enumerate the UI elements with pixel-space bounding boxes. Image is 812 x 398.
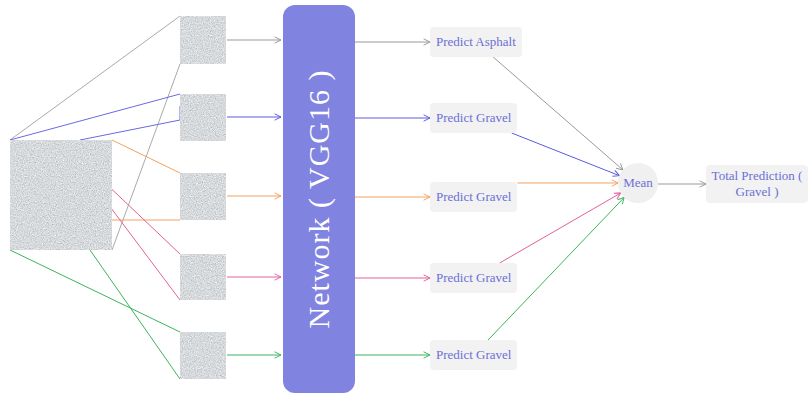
- prediction-box: Predict Gravel: [430, 340, 517, 370]
- prediction-box: Predict Gravel: [430, 263, 517, 293]
- result-box: Total Prediction ( Gravel ): [706, 165, 808, 202]
- network-band: Network ( VGG16 ): [283, 5, 355, 393]
- connector-arrow: [512, 133, 620, 176]
- node-label: Total Prediction ( Gravel ): [710, 168, 804, 199]
- prediction-box: Predict Gravel: [430, 182, 517, 212]
- node-label: Predict Gravel: [436, 347, 511, 363]
- connector-arrow: [500, 193, 621, 263]
- mean-circle: Mean: [618, 163, 658, 203]
- connector-arrow: [517, 182, 618, 183]
- node-label: Mean: [623, 175, 653, 191]
- node-label: Predict Gravel: [436, 110, 511, 126]
- connector-arrow: [355, 355, 430, 356]
- node-label: Predict Asphalt: [436, 34, 516, 50]
- node-label: Predict Gravel: [436, 270, 511, 286]
- connector-arrow: [355, 197, 430, 198]
- prediction-box: Predict Asphalt: [430, 27, 522, 57]
- connector-arrow: [355, 278, 430, 279]
- connector-arrow: [355, 118, 430, 119]
- connector-arrow: [355, 42, 430, 43]
- node-label: Network ( VGG16 ): [302, 70, 336, 329]
- node-label: Predict Gravel: [436, 189, 511, 205]
- prediction-box: Predict Gravel: [430, 103, 517, 133]
- connector-arrow: [658, 184, 706, 185]
